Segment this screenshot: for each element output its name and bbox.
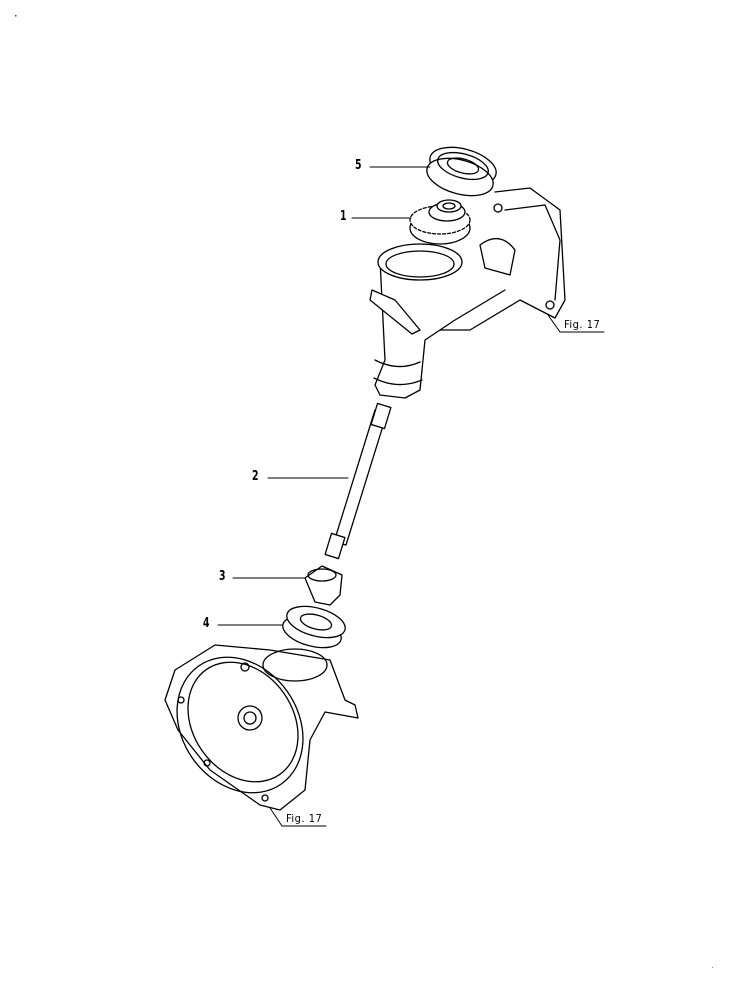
callout-4: 4 [203, 616, 210, 631]
leader-lines [217, 166, 605, 827]
callout-1: 1 [340, 209, 347, 224]
part-4-bearing [282, 605, 346, 649]
part-2-drive-shaft [324, 402, 392, 560]
fig-reference-lower: Fig. 17 [286, 812, 323, 825]
part-5-bearing [426, 146, 497, 197]
part-1-bevel-gear [409, 199, 471, 245]
callout-2: 2 [252, 469, 259, 484]
part-3-pinion-gear [304, 565, 343, 606]
callout-5: 5 [355, 158, 362, 173]
upper-housing [369, 187, 566, 399]
fig-reference-upper: Fig. 17 [564, 318, 601, 331]
callout-3: 3 [219, 569, 226, 584]
lower-gear-case [164, 644, 359, 811]
